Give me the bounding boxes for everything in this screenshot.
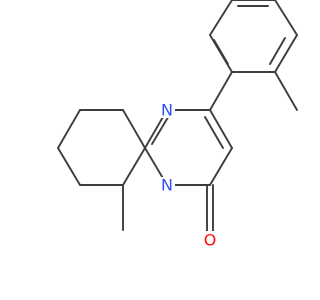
bond-c3-c4 (209, 147, 233, 186)
nitrogen-atom-label-2: N (161, 176, 173, 195)
bond-ar6-ar5 (274, 34, 298, 73)
atom-labels: N N O (159, 101, 218, 250)
o1-label-bg (202, 231, 218, 249)
n1-label-bg (159, 102, 175, 118)
n2-label-bg (159, 177, 175, 193)
bond-c2-c3-inner (204, 116, 224, 149)
bond-ar1-ar2-inner (213, 39, 229, 65)
aryl-ring (209, 0, 298, 111)
bond-ar6-methyl (274, 71, 298, 111)
nitrogen-atom-label-1: N (161, 101, 173, 120)
bond-ar5-ar4 (274, 0, 298, 36)
bond-c2-aryl (209, 71, 233, 111)
bond-c6-n-ring (122, 147, 146, 186)
molecule-structure-drawing: N N O (57, 0, 298, 250)
bond-ar6-ar5-inner (269, 37, 286, 65)
bond-c9a-n1-double-inner (151, 113, 171, 145)
bond-c9-c9a (122, 109, 146, 149)
oxygen-atom-label: O (204, 231, 217, 250)
bond-c8-c7 (57, 109, 81, 149)
bond-layer (57, 71, 233, 233)
bond-c7-c6b (57, 147, 81, 186)
bond-ar2-ar3 (209, 0, 233, 36)
bond-c2-c3 (209, 109, 233, 149)
